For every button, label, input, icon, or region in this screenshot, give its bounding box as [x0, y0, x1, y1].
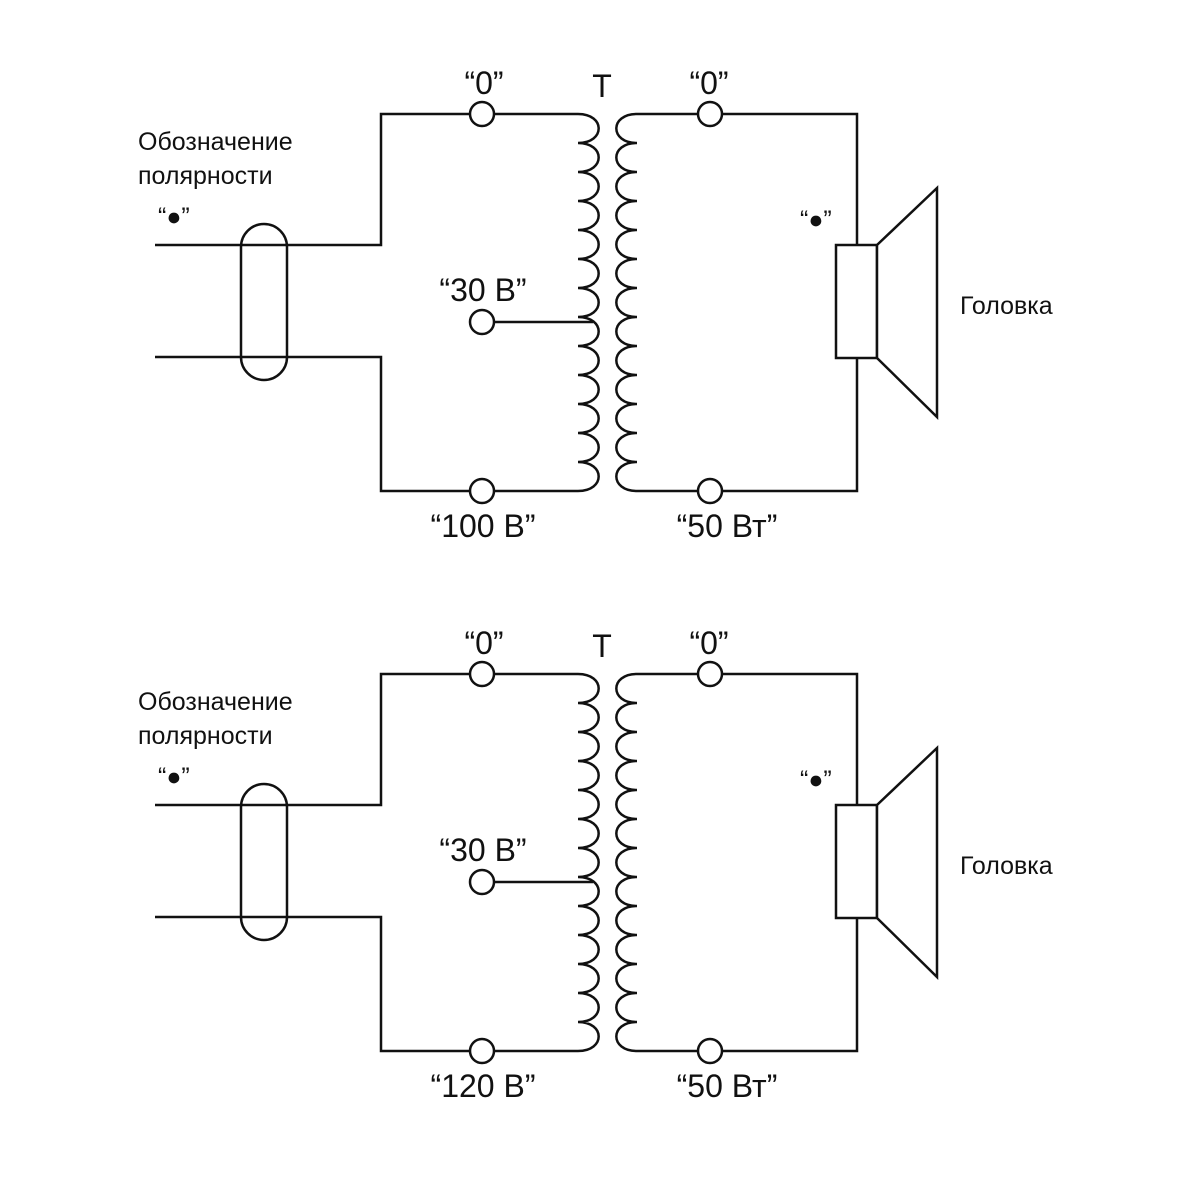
primary-winding: [494, 112, 600, 493]
primary-bottom-terminal-label: “120 В”: [431, 1068, 536, 1104]
output-wire-top: [722, 672, 859, 805]
primary-top-terminal-label: “0”: [464, 65, 503, 101]
primary-bottom-terminal-label: “100 В”: [431, 508, 536, 544]
wiring-diagram-bottom: T Обозначение полярности “●” “0” “30 В” “120 В…: [138, 625, 1053, 1104]
polarity-label-line2: полярности: [138, 722, 273, 750]
input-wire-bottom: [155, 915, 470, 1053]
polarity-mark-input: “●”: [158, 763, 190, 791]
terminal-secondary-50w: [696, 1037, 724, 1065]
speaker-cone-icon: [875, 185, 939, 420]
secondary-bottom-terminal-label: “50 Вт”: [677, 1068, 778, 1104]
speaker-label: Головка: [960, 852, 1053, 880]
secondary-bottom-terminal-label: “50 Вт”: [677, 508, 778, 544]
input-wire-bottom: [155, 355, 470, 493]
polarity-label-line1: Обозначение: [138, 128, 293, 156]
speaker-cone-icon: [875, 745, 939, 980]
input-wire-top: [155, 112, 470, 247]
primary-tap-terminal-label: “30 В”: [439, 832, 526, 868]
terminal-primary-bottom: [468, 477, 496, 505]
terminal-primary-0: [468, 100, 496, 128]
cable-twist-marker: [239, 222, 289, 382]
cable-twist-marker: [239, 782, 289, 942]
primary-top-terminal-label: “0”: [464, 625, 503, 661]
terminal-primary-30v: [468, 868, 496, 896]
terminal-primary-0: [468, 660, 496, 688]
terminal-secondary-0: [696, 660, 724, 688]
primary-winding: [494, 672, 600, 1053]
polarity-mark-input: “●”: [158, 203, 190, 231]
wiring-diagram-top: T Обозначение полярности “●” “0” “30 В” “100 В…: [138, 65, 1053, 544]
input-wire-top: [155, 672, 470, 807]
polarity-label-line1: Обозначение: [138, 688, 293, 716]
output-wire-bottom: [722, 918, 859, 1053]
polarity-label-line2: полярности: [138, 162, 273, 190]
terminal-secondary-0: [696, 100, 724, 128]
speaker-label: Головка: [960, 292, 1053, 320]
speaker-magnet-icon: [834, 803, 879, 920]
secondary-winding: [615, 112, 722, 493]
terminal-primary-30v: [468, 308, 496, 336]
speaker-magnet-icon: [834, 243, 879, 360]
secondary-winding: [615, 672, 722, 1053]
transformer-label: T: [592, 628, 612, 664]
output-wire-top: [722, 112, 859, 245]
transformer-label: T: [592, 68, 612, 104]
output-wire-bottom: [722, 358, 859, 493]
terminal-secondary-50w: [696, 477, 724, 505]
secondary-top-terminal-label: “0”: [689, 65, 728, 101]
terminal-primary-bottom: [468, 1037, 496, 1065]
polarity-mark-speaker: “●”: [800, 766, 832, 794]
secondary-top-terminal-label: “0”: [689, 625, 728, 661]
polarity-mark-speaker: “●”: [800, 206, 832, 234]
primary-tap-terminal-label: “30 В”: [439, 272, 526, 308]
